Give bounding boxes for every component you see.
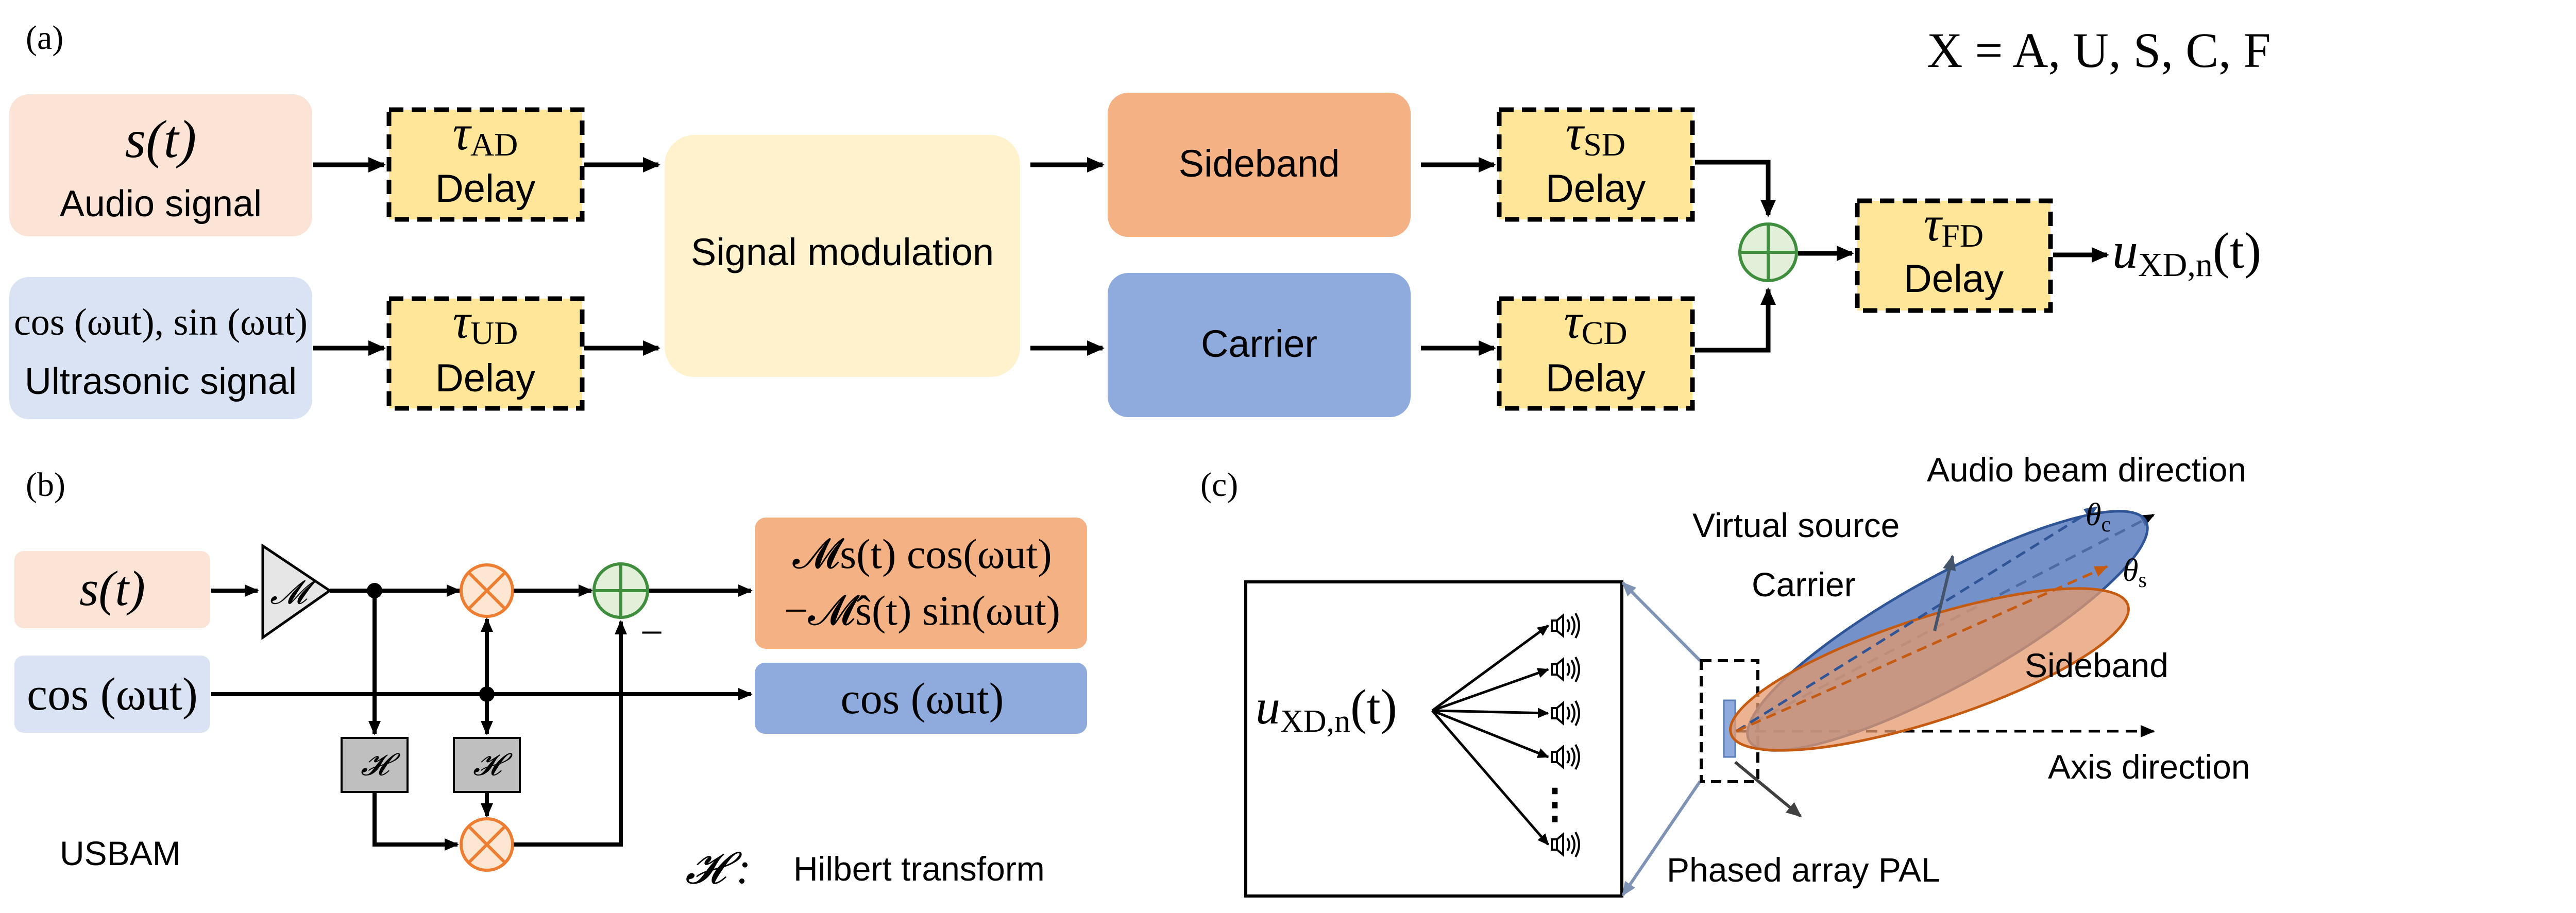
input-s-expr: s(t) xyxy=(79,561,145,616)
virtual-source-arrow xyxy=(1933,555,1956,631)
panel-a: (a) X = A, U, S, C, F s(t) Audio signal … xyxy=(9,19,2271,419)
arrow-cd-to-adder xyxy=(1695,287,1776,353)
speaker-icon xyxy=(1551,700,1580,727)
adder-a-icon xyxy=(1738,222,1798,282)
delay-sd-box xyxy=(1497,107,1695,222)
delay-cd-tau: τCD xyxy=(1564,294,1627,351)
theta-s-label: θs xyxy=(2123,553,2147,592)
sideband-label: Sideband xyxy=(1179,142,1340,185)
theta-c-arrow xyxy=(1735,506,2098,733)
delay-ad-tau: τAD xyxy=(453,105,518,163)
arrow-mult-2-to-adder xyxy=(514,620,627,847)
speaker-icon xyxy=(1551,612,1580,639)
signal-modulation-box xyxy=(665,135,1020,377)
delay-fd-label: Delay xyxy=(1904,257,2004,301)
panel-b: (b) s(t) cos (ωut) 𝓜 𝓗 𝓗 xyxy=(14,466,1087,893)
delay-sd-label: Delay xyxy=(1546,167,1646,211)
theta-c-label: θc xyxy=(2086,497,2111,537)
panel-b-label: (b) xyxy=(26,466,65,504)
output-carrier-box xyxy=(755,663,1087,734)
speaker-ellipsis: ⋮ xyxy=(1534,782,1575,827)
audio-signal-label: Audio signal xyxy=(60,183,262,225)
phased-array-arrow xyxy=(1734,761,1802,818)
zoom-line-bottom xyxy=(1621,780,1702,897)
speaker-icon xyxy=(1551,831,1580,858)
adder-b-icon xyxy=(592,562,649,619)
speaker-icon xyxy=(1551,656,1580,683)
signal-fan xyxy=(1431,624,1549,846)
delay-sd-tau: τSD xyxy=(1566,105,1625,163)
zoom-box-signal: uXD,n(t) xyxy=(1256,679,1397,739)
gain-block xyxy=(261,543,332,640)
arrow-sd-to-adder xyxy=(1695,160,1776,217)
delay-fd-box xyxy=(1855,198,2053,313)
signal-modulation-label: Signal modulation xyxy=(691,231,994,273)
audio-beam-label: Audio beam direction xyxy=(1927,451,2246,489)
ultrasonic-signal-expr: cos (ωut), sin (ωut) xyxy=(14,301,308,343)
phased-array-label: Phased array PAL xyxy=(1667,851,1940,889)
carrier-box xyxy=(1108,273,1411,417)
input-cos-expr: cos (ωut) xyxy=(27,669,198,720)
usbam-label: USBAM xyxy=(60,834,181,872)
output-carrier-expr: cos (ωut) xyxy=(841,674,1004,723)
delay-fd-tau: τFD xyxy=(1924,196,1984,254)
minus-sign: − xyxy=(640,610,663,656)
hilbert-legend-symbol: 𝓗 : xyxy=(685,843,751,893)
set-definition: X = A, U, S, C, F xyxy=(1927,23,2271,78)
output-signal-a: uXD,n(t) xyxy=(2112,222,2261,284)
audio-signal-box xyxy=(9,94,312,236)
sideband-beam xyxy=(1729,587,2130,752)
sideband-beam-label: Sideband xyxy=(2025,646,2168,684)
theta-s-arrow xyxy=(1735,565,2108,733)
hilbert-block-1 xyxy=(341,737,409,793)
ultrasonic-signal-box xyxy=(9,277,312,419)
hilbert-legend-text: Hilbert transform xyxy=(793,850,1045,888)
input-cos-box xyxy=(14,656,210,733)
input-s-box xyxy=(14,551,210,628)
zoom-box xyxy=(1244,580,1623,898)
zoom-line-top xyxy=(1621,581,1702,662)
audio-signal-expr: s(t) xyxy=(125,110,197,169)
delay-ad-label: Delay xyxy=(435,167,535,211)
carrier-label: Carrier xyxy=(1201,322,1317,365)
output-sideband-box xyxy=(755,518,1087,649)
delay-ud-label: Delay xyxy=(435,356,535,400)
speaker-icons xyxy=(1551,612,1580,858)
axis-direction-label: Axis direction xyxy=(2048,748,2250,786)
speaker-icon xyxy=(1551,744,1580,770)
panel-c: (c) uXD,n(t) ⋮ Axis direction xyxy=(1200,451,2250,898)
ultrasonic-signal-label: Ultrasonic signal xyxy=(25,361,297,402)
multiplier-1-icon xyxy=(460,563,514,618)
delay-cd-label: Delay xyxy=(1546,356,1646,400)
panel-c-label: (c) xyxy=(1200,466,1238,504)
virtual-source-label: Virtual source xyxy=(1692,506,1900,544)
delay-ud-box xyxy=(386,296,585,411)
hilbert-block-2 xyxy=(453,737,521,793)
sideband-box xyxy=(1108,93,1411,237)
delay-cd-box xyxy=(1497,296,1695,411)
panel-a-label: (a) xyxy=(26,19,63,57)
delay-ud-tau: τUD xyxy=(453,294,518,351)
multiplier-2-icon xyxy=(460,817,514,872)
carrier-beam-label: Carrier xyxy=(1752,565,1856,604)
output-sideband-line1: 𝓜s(t) cos(ωut) xyxy=(792,530,1052,577)
output-sideband-line2: −𝓜ŝ(t) sin(ωut) xyxy=(784,587,1060,634)
arrow-h1-to-mult-2 xyxy=(372,793,459,851)
delay-ad-box xyxy=(386,107,585,222)
